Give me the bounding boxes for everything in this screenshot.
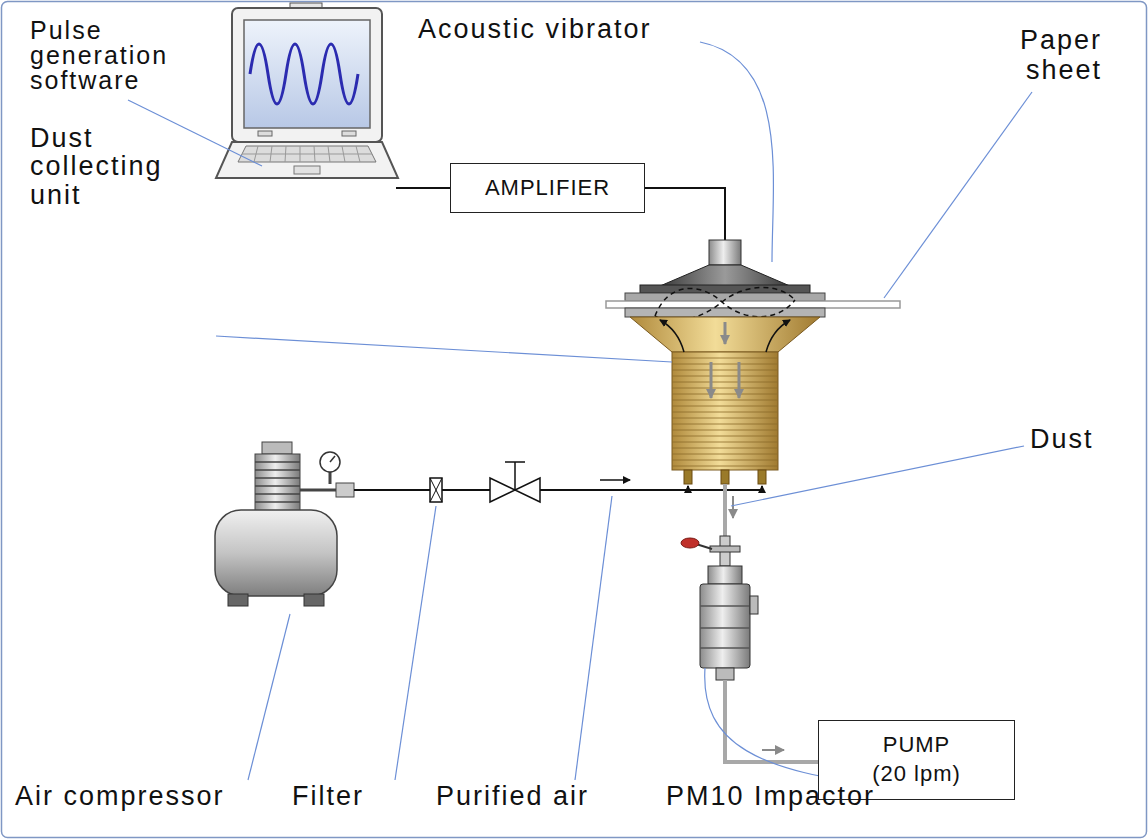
purified-air-label: Purified air <box>436 783 589 811</box>
gauge-needle <box>330 456 335 462</box>
valve-handle <box>505 462 525 490</box>
leader-lines <box>128 42 1032 786</box>
valve-symbol <box>490 478 515 502</box>
pump-line <box>725 680 818 762</box>
paper-label: Paper sheet <box>1002 26 1102 85</box>
node-text: PUMP (20 lpm) <box>867 731 967 788</box>
air-inlet-arrow <box>687 486 689 490</box>
pressure-gauge <box>320 452 340 472</box>
compressor-cylinder <box>255 454 300 512</box>
laptop-lid <box>232 8 382 142</box>
air-line <box>540 489 762 491</box>
impactor-body <box>700 584 750 668</box>
flow-arrow <box>600 479 630 481</box>
collector-label: Dust collecting unit <box>30 124 165 209</box>
filter-cross <box>430 478 442 502</box>
laptop-base <box>216 142 398 178</box>
compressor-label: Air compressor <box>15 783 225 811</box>
compressor-head <box>262 442 292 454</box>
collector-cylinder <box>672 352 778 470</box>
laptop-screen <box>244 20 370 128</box>
flow-arrow <box>766 320 790 352</box>
cylinder-rings <box>672 358 778 466</box>
laptop-keyboard <box>238 146 376 162</box>
node-text: AMPLIFIER <box>485 174 610 203</box>
signal-wire <box>645 188 725 240</box>
impactor-rings <box>700 606 750 648</box>
red-handle <box>681 538 699 548</box>
software-label: Pulse generation software <box>30 18 180 93</box>
flow-arrow <box>724 322 727 344</box>
vibrator-cap <box>709 240 741 265</box>
vibrator-label: Acoustic vibrator <box>418 16 652 44</box>
dust-label: Dust <box>1030 426 1094 454</box>
leader-line <box>216 336 672 362</box>
compressor-pipe <box>300 472 338 490</box>
leader-line <box>884 92 1032 298</box>
impactor-knob <box>750 596 758 614</box>
laptop-button <box>258 131 272 136</box>
filter-symbol <box>430 478 442 502</box>
keyboard-keys <box>242 146 372 162</box>
impactor-valve <box>710 546 740 552</box>
tank-foot <box>304 594 324 606</box>
laptop-button <box>342 131 356 136</box>
air-line <box>354 489 430 491</box>
air-line <box>442 489 490 491</box>
vibrator-cone <box>660 265 790 286</box>
leader-line <box>395 506 436 780</box>
vibration-curve <box>655 287 795 320</box>
collector-nozzle <box>758 470 766 484</box>
paper-sheet <box>606 301 900 308</box>
cooling-fins <box>255 462 300 502</box>
collector-nozzle <box>721 470 729 484</box>
signal-wire <box>396 187 450 189</box>
leader-line <box>248 614 290 780</box>
flow-arrow <box>710 362 713 398</box>
outlet-fitting <box>336 483 354 497</box>
leader-line <box>700 42 773 262</box>
sine-wave <box>250 44 358 104</box>
filter-label: Filter <box>292 783 364 811</box>
collector-nozzle <box>684 470 692 484</box>
amplifier-box: AMPLIFIER <box>450 163 645 213</box>
impactor-outlet <box>716 668 734 680</box>
leader-line <box>731 446 1024 506</box>
air-inlet-arrow <box>761 486 763 490</box>
impactor-label: PM10 Impactor <box>666 783 875 811</box>
flow-arrow <box>738 362 741 398</box>
flow-arrow <box>762 749 784 751</box>
collector-funnel <box>630 317 820 352</box>
dust-arrow <box>732 496 734 518</box>
impactor-head <box>708 566 742 584</box>
tank-foot <box>228 594 248 606</box>
compressor-tank <box>215 510 337 596</box>
laptop-trackpad <box>294 166 320 174</box>
valve-symbol <box>515 478 540 502</box>
flow-arrow <box>660 320 684 352</box>
vibration-curve <box>655 288 795 316</box>
dust-line <box>723 484 727 538</box>
leader-line <box>575 496 612 780</box>
